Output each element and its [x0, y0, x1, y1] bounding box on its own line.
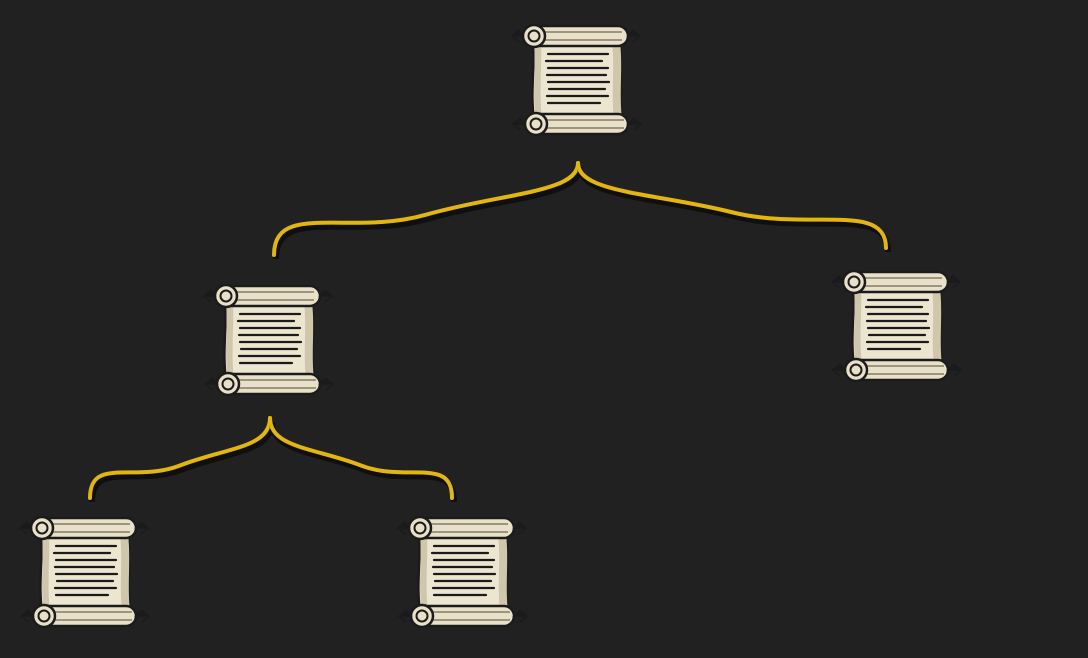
connector-root-right: [576, 161, 888, 250]
scroll-icon-left-left: [18, 515, 151, 629]
connector-shadow-left-left-right: [269, 421, 457, 503]
connector-left-left-right: [268, 416, 454, 500]
connector-shadow-root-right: [577, 166, 891, 253]
scroll-icon-right: [830, 269, 963, 383]
connector-shadow-root-left: [273, 166, 583, 260]
connector-root-left: [272, 161, 580, 257]
connector-left-left-left: [88, 416, 272, 500]
scroll-icon-left-right: [396, 515, 529, 629]
scroll-icon-left: [202, 283, 335, 397]
scroll-icon-root: [510, 23, 643, 137]
connectors: [88, 161, 891, 503]
connector-shadow-left-left-left: [89, 421, 275, 503]
nodes: [18, 23, 963, 629]
